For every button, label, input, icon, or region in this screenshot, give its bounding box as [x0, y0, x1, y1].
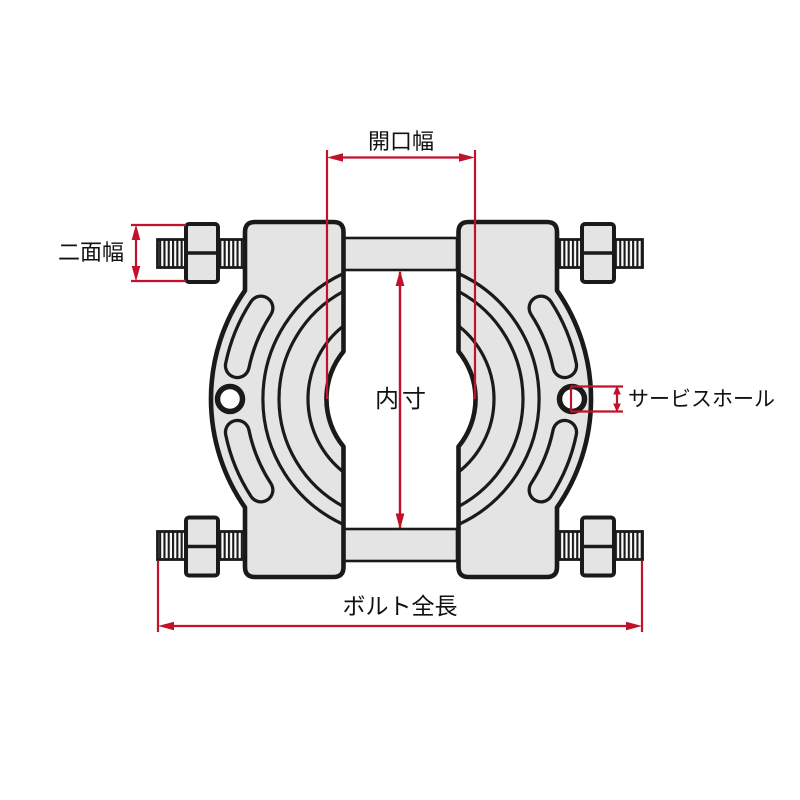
right-lower-slot-fill — [530, 422, 575, 501]
bottom-bolt-thread-left-inner — [216, 530, 248, 561]
dim-service-hole-label: サービスホール — [628, 388, 775, 411]
left-arc-outer — [261, 272, 345, 526]
dim-opening-width: 開口幅 — [325, 129, 477, 399]
dim-bolt-overall-length: ボルト全長 — [156, 561, 644, 632]
left-half-slots — [223, 294, 275, 504]
dim-service-hole-arrowhead-top — [613, 385, 621, 395]
dim-inner-dimension: 内寸 — [375, 270, 429, 530]
dim-inner-label: 内寸 — [375, 386, 429, 413]
dim-flats-label: 二面幅 — [58, 240, 124, 265]
dim-flats-arrowhead-bottom — [131, 266, 141, 282]
dim-bolt-length-arrowhead-right — [626, 621, 642, 631]
top-bolt-thread-right-end — [612, 238, 644, 269]
bottom-bolt-thread-left-end — [156, 530, 188, 561]
dim-inner-arrowhead-bottom — [395, 513, 405, 530]
left-upper-slot-fill — [227, 297, 272, 376]
left-lower-slot-fill — [227, 422, 272, 501]
right-arc-middle — [457, 289, 525, 509]
left-service-hole — [214, 383, 246, 415]
dim-width-across-flats: 二面幅 — [58, 223, 186, 283]
dim-service-hole-arrowhead-bottom — [613, 403, 621, 413]
top-bolt-rod — [341, 236, 459, 272]
right-half-slots — [527, 294, 579, 504]
bottom-bolt-rod — [341, 527, 459, 563]
dim-opening-width-arrowhead-left — [327, 153, 343, 162]
dim-opening-width-label: 開口幅 — [368, 129, 434, 154]
dim-bolt-length-label: ボルト全長 — [343, 593, 458, 619]
dim-bolt-length-arrowhead-left — [158, 621, 174, 631]
left-arc-middle — [277, 289, 345, 509]
top-bolt-thread-left-end — [156, 238, 188, 269]
dim-inner-arrowhead-top — [395, 270, 405, 286]
top-bolt-thread-left-inner — [216, 238, 248, 269]
dim-opening-width-arrowhead-right — [459, 153, 475, 162]
top-bolt — [156, 222, 644, 284]
dim-flats-arrowhead-top — [131, 224, 141, 240]
dim-service-hole: サービスホール — [569, 385, 775, 413]
right-upper-slot-fill — [530, 297, 575, 376]
right-arc-outer — [457, 272, 541, 526]
bottom-bolt — [156, 515, 644, 578]
bottom-bolt-thread-right-end — [612, 530, 644, 561]
